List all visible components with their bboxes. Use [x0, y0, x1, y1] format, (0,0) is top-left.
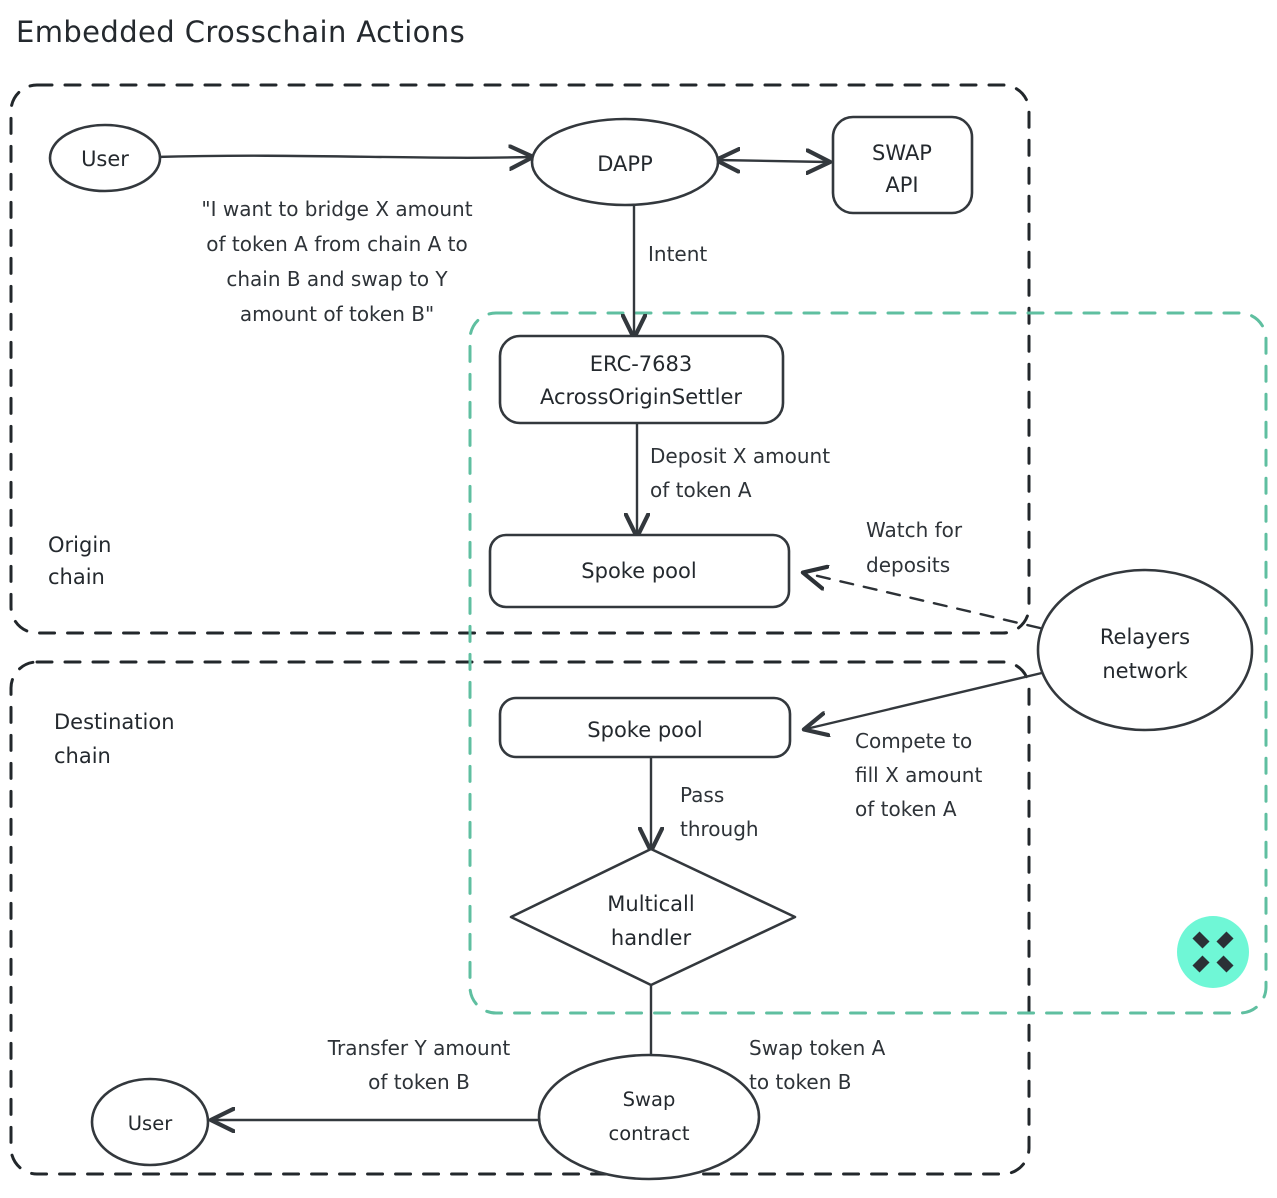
node-swap-api[interactable]: SWAP API [831, 115, 974, 215]
node-multicall-handler-label-line2: handler [611, 926, 692, 950]
destination-chain-group [9, 660, 1031, 1176]
edge-user-to-dapp [153, 156, 531, 158]
node-swap-api-label-line1: SWAP [872, 141, 932, 165]
page-title: Embedded Crosschain Actions [16, 15, 465, 49]
node-origin-settler[interactable]: ERC-7683 AcrossOriginSettler [498, 334, 785, 425]
swap-token-line2: to token B [749, 1070, 851, 1094]
node-multicall-handler[interactable]: Multicall handler [509, 847, 797, 987]
node-user-destination[interactable]: User [90, 1077, 210, 1167]
pass-line1: Pass [680, 783, 724, 807]
origin-chain-label-line1: Origin [48, 533, 111, 557]
edge-label-swap-token: Swap token A to token B [749, 1036, 886, 1094]
watch-line2: deposits [866, 553, 950, 577]
transfer-line2: of token B [368, 1070, 470, 1094]
node-swap-contract-label-line1: Swap [623, 1088, 676, 1111]
node-relayers-network[interactable]: Relayers network [1036, 568, 1254, 732]
across-logo-icon [1177, 916, 1249, 988]
node-user-origin[interactable]: User [48, 123, 162, 193]
node-user-destination-label: User [128, 1112, 173, 1135]
deposit-line2: of token A [650, 478, 752, 502]
origin-chain-label-line2: chain [48, 565, 105, 589]
compete-line3: of token A [855, 797, 957, 821]
user-quote-line2: of token A from chain A to [206, 232, 468, 256]
edge-label-intent: Intent [648, 242, 707, 266]
across-protocol-group [468, 311, 1268, 1015]
node-swap-api-label-line2: API [885, 173, 918, 197]
node-dapp[interactable]: DAPP [530, 117, 720, 207]
pass-line2: through [680, 817, 759, 841]
edge-label-compete-fill: Compete to fill X amount of token A [855, 729, 982, 821]
destination-chain-label-line1: Destination [54, 710, 175, 734]
deposit-line1: Deposit X amount [650, 444, 830, 468]
origin-chain-group [9, 83, 1031, 635]
edge-label-deposit: Deposit X amount of token A [650, 444, 830, 502]
node-spoke-pool-destination-label: Spoke pool [587, 718, 702, 742]
edge-dapp-swap-api [718, 160, 828, 162]
edge-label-pass-through: Pass through [680, 783, 759, 841]
user-quote-line3: chain B and swap to Y [226, 267, 448, 291]
swap-token-line1: Swap token A [749, 1036, 886, 1060]
destination-chain-label-line2: chain [54, 744, 111, 768]
node-swap-contract-label-line2: contract [609, 1122, 690, 1145]
user-quote-line4: amount of token B" [240, 302, 434, 326]
node-relayers-network-label-line2: network [1102, 659, 1188, 683]
node-relayers-network-label-line1: Relayers [1100, 625, 1190, 649]
watch-line1: Watch for [866, 518, 963, 542]
edge-label-user-intent: "I want to bridge X amount of token A fr… [201, 197, 472, 326]
compete-line1: Compete to [855, 729, 972, 753]
transfer-line1: Transfer Y amount [327, 1036, 511, 1060]
node-swap-contract[interactable]: Swap contract [537, 1053, 761, 1181]
edge-label-transfer: Transfer Y amount of token B [327, 1036, 511, 1094]
user-quote-line1: "I want to bridge X amount [201, 197, 472, 221]
node-origin-settler-label-line1: ERC-7683 [590, 352, 693, 376]
node-spoke-pool-destination[interactable]: Spoke pool [498, 696, 792, 759]
node-origin-settler-label-line2: AcrossOriginSettler [540, 385, 742, 409]
node-dapp-label: DAPP [597, 152, 653, 176]
node-user-origin-label: User [81, 147, 129, 171]
node-spoke-pool-origin-label: Spoke pool [581, 559, 696, 583]
edge-label-watch-deposits: Watch for deposits [866, 518, 963, 577]
node-spoke-pool-origin[interactable]: Spoke pool [488, 533, 791, 609]
edge-relayers-fill [806, 670, 1048, 729]
edge-relayers-watch-deposits [805, 573, 1042, 630]
node-multicall-handler-label-line1: Multicall [607, 892, 694, 916]
compete-line2: fill X amount [855, 763, 982, 787]
